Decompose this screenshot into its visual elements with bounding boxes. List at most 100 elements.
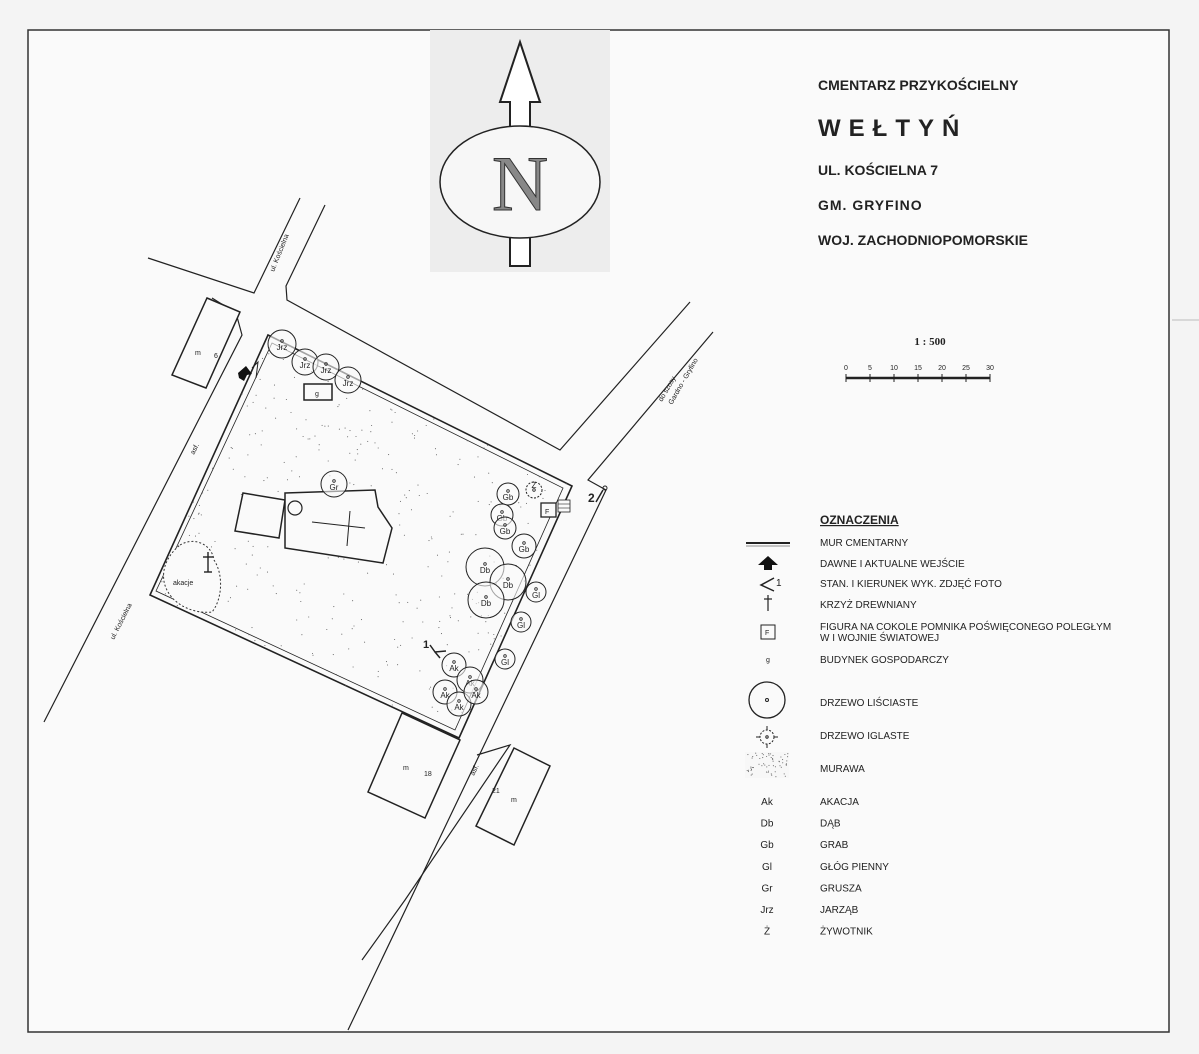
lawn-dot (232, 468, 234, 470)
legend-species-code: Jrz (760, 905, 773, 916)
lawn-dot (268, 353, 270, 355)
tree-ż: Ż (525, 481, 543, 499)
legend-species-name: ŻYWOTNIK (820, 925, 873, 938)
tree-jrz: Jrz (267, 329, 297, 359)
lawn-dot (367, 572, 369, 574)
lawn-dot (504, 612, 506, 614)
tree-ak: Ak (446, 691, 472, 717)
lawn-dot (417, 430, 419, 432)
lawn-dot (357, 561, 359, 563)
lawn-dot (210, 546, 213, 548)
lawn-dot (241, 393, 243, 395)
lawn-dot (411, 433, 413, 435)
legend-lawn-dot (772, 758, 774, 760)
lawn-dot (460, 533, 462, 535)
tree-ak: Ak (463, 679, 489, 705)
legend-species-code: Gr (761, 883, 773, 894)
tree-jrz: Jrz (312, 353, 340, 381)
scale-tick-label: 5 (868, 365, 872, 372)
lawn-dot (538, 476, 540, 478)
lawn-dot (197, 513, 200, 515)
lawn-dot (381, 468, 384, 470)
lawn-dot (430, 536, 432, 538)
lawn-dot (275, 417, 277, 419)
legend-lawn-dot (750, 766, 752, 768)
lawn-dot (457, 620, 459, 622)
tree-label: Db (480, 566, 491, 575)
lawn-dot (346, 397, 348, 399)
lawn-dot (493, 633, 495, 636)
lawn-dot (332, 654, 334, 656)
building-18-type: m (403, 765, 409, 772)
farm-building-label: g (315, 391, 319, 398)
lawn-dot (327, 381, 329, 383)
legend-lawn-dot (768, 753, 770, 755)
legend-cross-icon (764, 595, 772, 611)
legend-lawn-dot (759, 757, 761, 760)
lawn-dot (202, 492, 204, 494)
photo-station-1-number: 1 (423, 639, 429, 651)
legend-lawn-dot (751, 773, 753, 775)
lawn-dot (377, 676, 379, 678)
lawn-dot (526, 473, 529, 476)
lawn-dot (434, 448, 437, 450)
lawn-dot (360, 443, 362, 445)
lawn-dot (354, 459, 356, 461)
lawn-dot (272, 585, 274, 587)
lawn-dot (425, 424, 427, 427)
lawn-dot (305, 419, 307, 421)
lawn-dot (490, 643, 492, 645)
lawn-dot (296, 428, 298, 430)
legend-lawn-dot (750, 774, 752, 776)
building-18: m 18 (367, 711, 461, 819)
lawn-dot (420, 599, 422, 601)
legend-entrance-text: DAWNE I AKTUALNE WEJŚCIE (820, 557, 965, 570)
lawn-dot (248, 634, 250, 636)
legend-lawn-dot (767, 771, 769, 774)
lawn-dot (399, 500, 402, 502)
lawn-dot (390, 408, 392, 410)
lawn-dot (397, 664, 399, 666)
lawn-dot (400, 644, 402, 646)
lawn-dot (427, 566, 429, 568)
farm-building: g (303, 383, 333, 401)
lawn-dot (438, 627, 440, 629)
lawn-dot (477, 500, 479, 502)
lawn-dot (337, 556, 339, 559)
lawn-dot (207, 489, 209, 491)
lawn-dot (493, 638, 495, 640)
lawn-dot (411, 637, 413, 639)
lawn-dot (176, 605, 178, 607)
lawn-dot (236, 585, 238, 587)
lawn-dot (449, 617, 452, 619)
legend-deciduous-center (765, 698, 769, 702)
tree-gb: Gb (511, 533, 537, 559)
entrance-icon (238, 360, 259, 381)
legend-lawn-dot (762, 754, 764, 756)
lawn-dot (407, 601, 409, 603)
lawn-dot (229, 597, 232, 599)
legend-lawn-dot (784, 775, 786, 777)
lawn-dot (433, 418, 435, 420)
lawn-dot (452, 511, 454, 513)
church (234, 489, 393, 564)
lawn-dot (449, 515, 451, 517)
building-21-type: m (511, 797, 517, 804)
tree-jrz: Jrz (334, 366, 362, 394)
lawn-dot (362, 388, 364, 390)
lawn-dot (303, 583, 305, 585)
lawn-dot (414, 434, 416, 437)
lawn-dot (311, 652, 314, 655)
lawn-dot (391, 409, 393, 411)
lawn-dot (447, 561, 449, 563)
lawn-dot (265, 407, 267, 409)
legend-lawn-dot (746, 769, 748, 772)
title-line-5: WOJ. ZACHODNIOPOMORSKIE (818, 232, 1028, 248)
scale-tick-label: 25 (962, 365, 970, 372)
scale-tick-label: 15 (914, 365, 922, 372)
lawn-dot (451, 607, 453, 609)
lawn-dot (422, 714, 425, 716)
legend-lawn-dot (774, 766, 776, 768)
tree-label: Ak (471, 691, 481, 700)
lawn-dot (487, 632, 489, 634)
